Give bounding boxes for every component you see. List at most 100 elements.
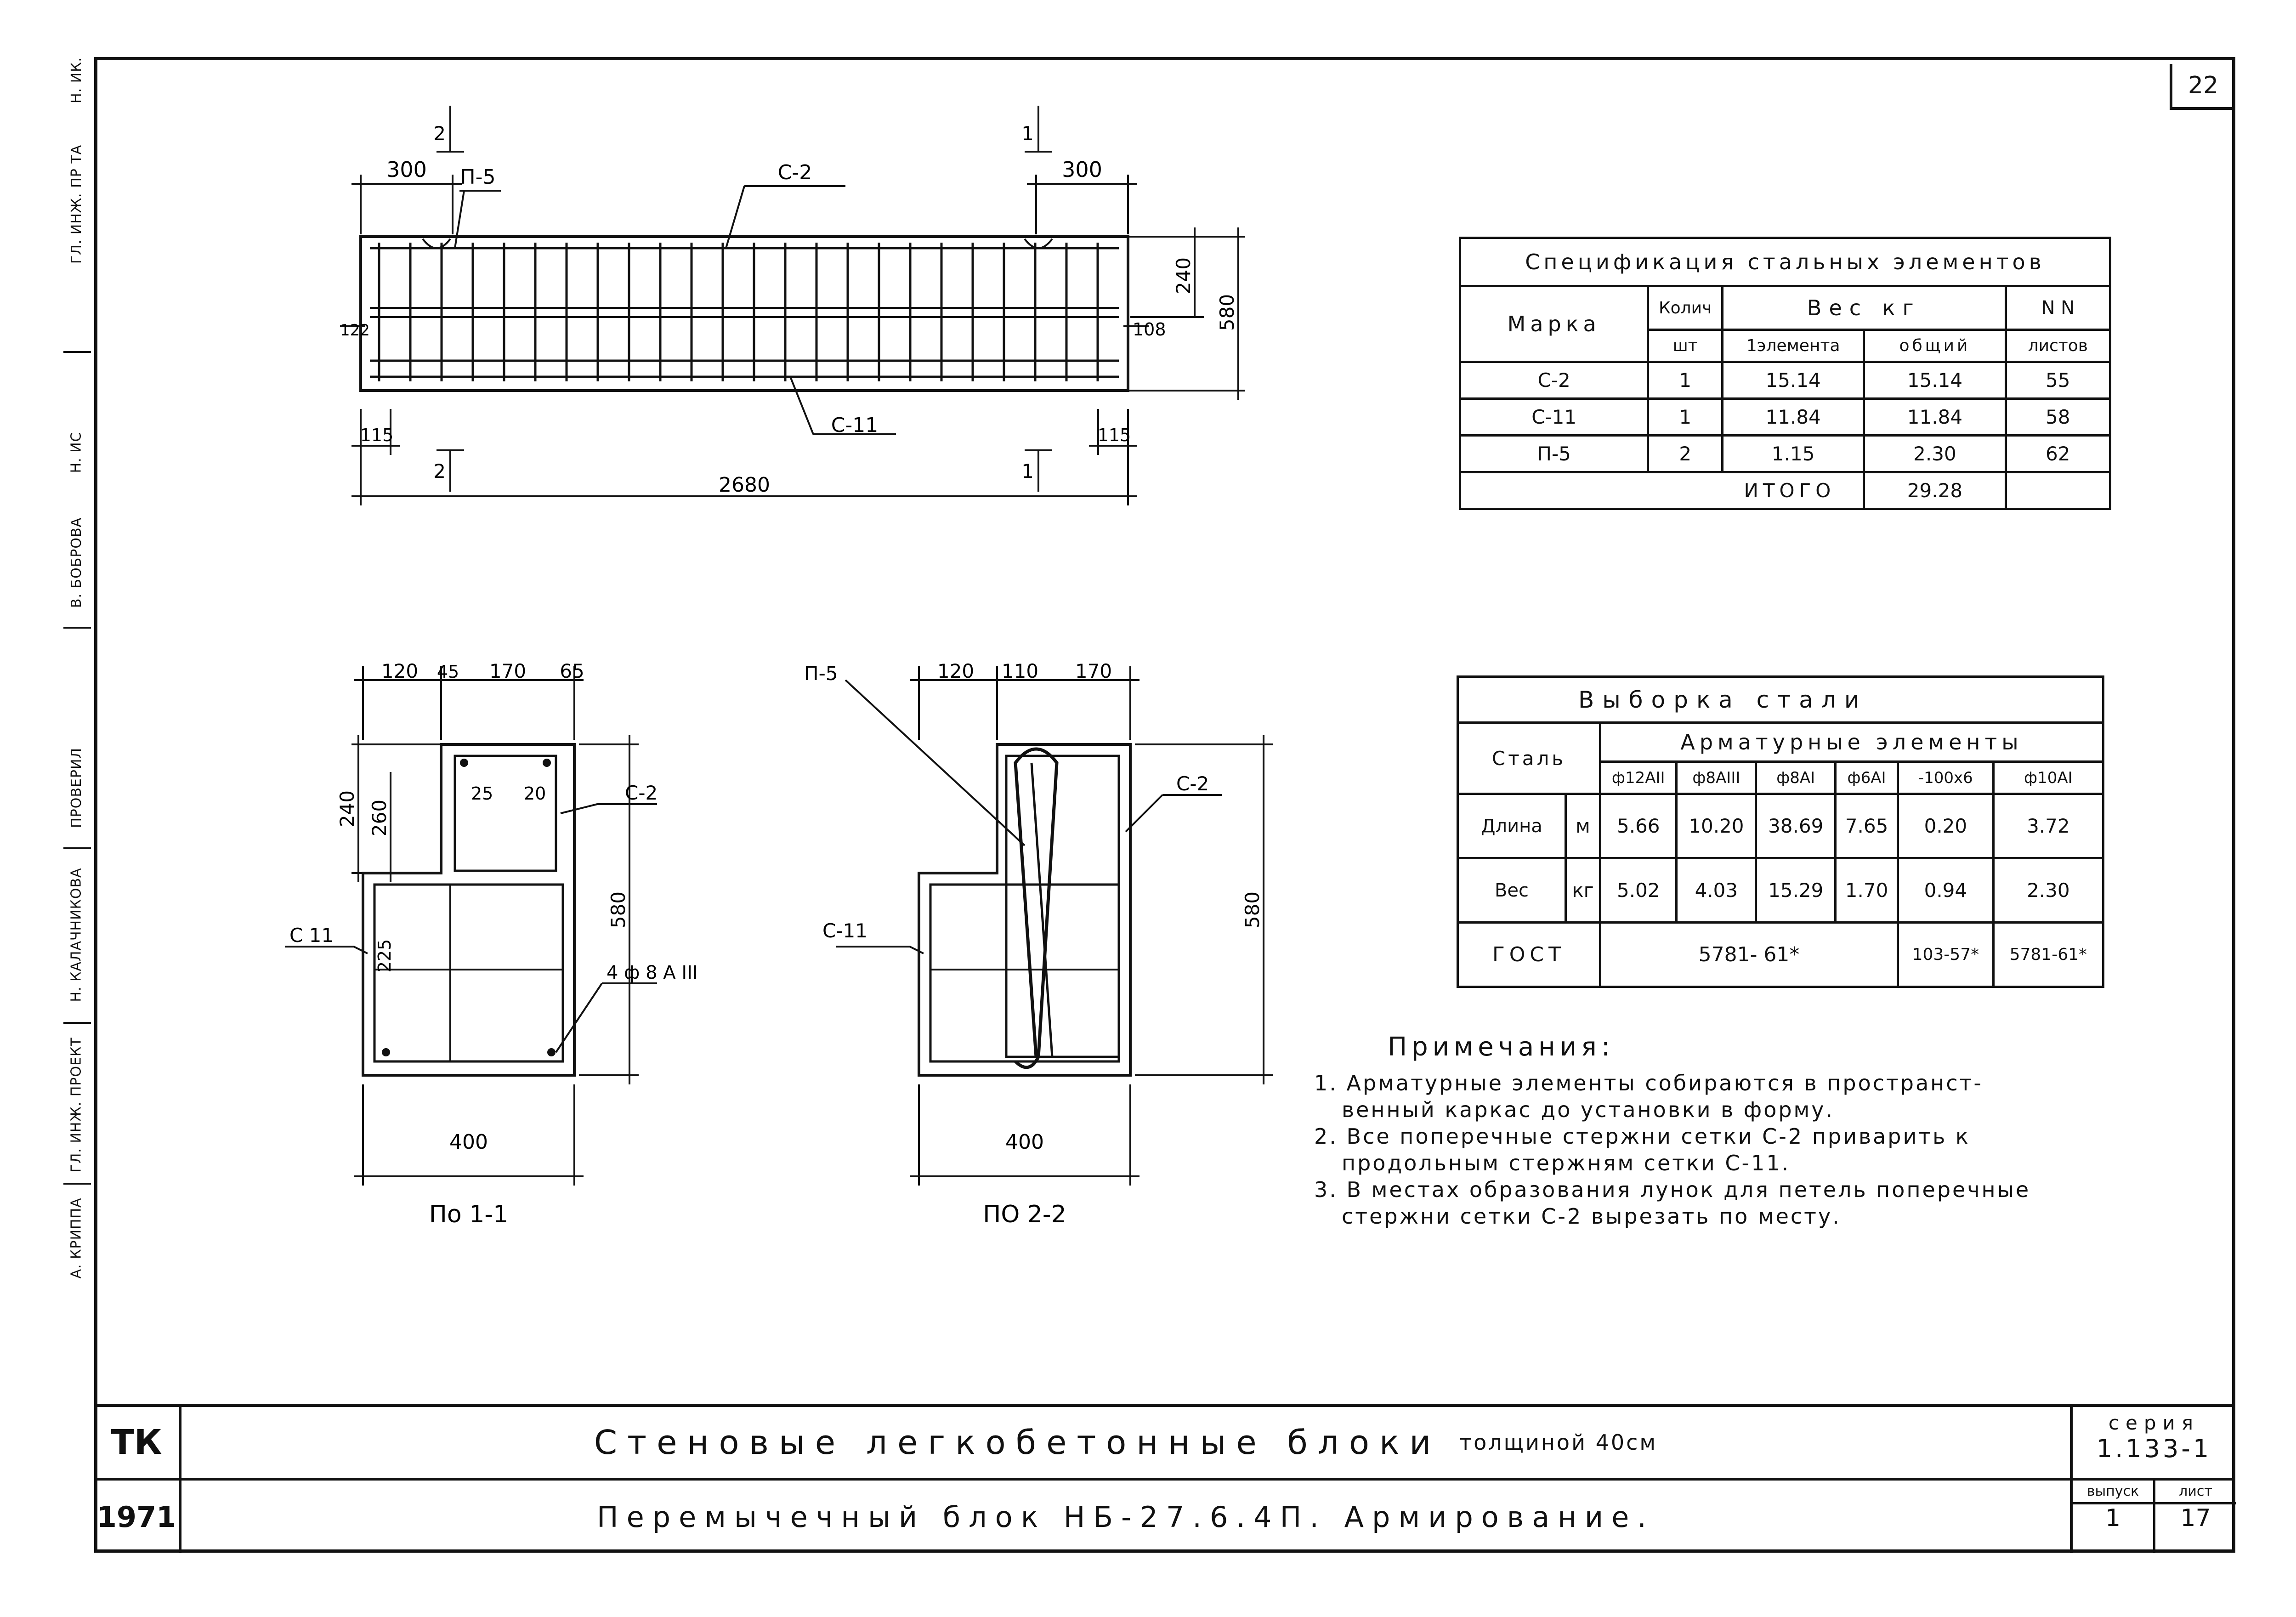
spec-col-sheets-unit: листов — [2004, 329, 2112, 363]
sig-divider — [63, 351, 91, 353]
steel-table: Выборка стали Сталь Арматурные элементы … — [1457, 675, 2105, 988]
spec-title: Спецификация стальных элементов — [1459, 237, 2111, 287]
label-c2: С-2 — [1176, 772, 1209, 795]
dim-65: 65 — [560, 660, 584, 682]
sig-item: А. КРИППА — [59, 1187, 94, 1288]
sig-divider — [63, 847, 91, 849]
spec-table: Спецификация стальных элементов Марка Ко… — [1458, 237, 2112, 510]
cell: 62 — [2004, 434, 2112, 473]
notes-heading: Примечания: — [1388, 1032, 1615, 1062]
dim-400: 400 — [449, 1130, 488, 1154]
dim-300-left: 300 — [386, 157, 427, 182]
sig-item: ГЛ. ИНЖ. ПР ТА — [59, 108, 94, 301]
issue-cell: выпуск 1 — [2073, 1481, 2155, 1553]
gost-last: 5781-61* — [1992, 921, 2105, 988]
note-line: стержни сетки С-2 вырезать по месту. — [1342, 1204, 1841, 1229]
dim-260: 260 — [368, 800, 391, 836]
dim-122: 122 — [340, 321, 370, 340]
cell: 1 — [1647, 397, 1724, 437]
dim-25: 25 — [471, 783, 493, 804]
sig-label: ГЛ. ИНЖ. ПР ТА — [68, 144, 85, 264]
subtitle-row: 1971 Перемычечный блок НБ-27.6.4П. Армир… — [94, 1481, 2236, 1553]
sheet-label: лист — [2155, 1481, 2236, 1504]
cell: 2.30 — [1992, 857, 2105, 924]
row-unit: м — [1565, 793, 1601, 859]
elevation-view: 300 300 П-5 С-2 С-11 122 108 240 580 115… — [340, 106, 1245, 505]
cell: 5.66 — [1599, 793, 1678, 859]
table-row: С-11 1 11.84 11.84 58 — [1458, 397, 2112, 437]
sig-divider — [63, 1183, 91, 1185]
sig-item: Н. КАЛАЧНИКОВА — [59, 852, 94, 1017]
table-row: П-5 2 1.15 2.30 62 — [1458, 434, 2112, 473]
label-rebar: 4 ф 8 А III — [607, 962, 698, 983]
spec-col-weight: Вес кг — [1721, 285, 2007, 331]
signature-strip: ГЛ. ИНЖ. ПР ТА Н. ИК. Н. ИС В. БОБРОВА П… — [59, 57, 94, 1288]
cell: 2.30 — [1863, 434, 2007, 473]
subtitle-text: Перемычечный блок НБ-27.6.4П. Армировани… — [597, 1500, 1655, 1534]
dim-300-right: 300 — [1062, 157, 1102, 182]
dim-108: 108 — [1133, 319, 1166, 340]
note-line: 3. В местах образования лунок для петель… — [1314, 1177, 2031, 1202]
cell: 0.94 — [1897, 857, 1995, 924]
steel-col: ф12АII — [1599, 760, 1678, 795]
cell: 15.29 — [1755, 857, 1837, 924]
spec-col-w-one: 1элемента — [1721, 329, 1865, 363]
title-cell: Стеновые легкобетонные блоки толщиной 40… — [181, 1407, 2070, 1478]
dim-170: 170 — [489, 660, 526, 682]
label-c11: С 11 — [289, 924, 334, 947]
cell: 5.02 — [1599, 857, 1678, 924]
dim-120: 120 — [937, 660, 974, 682]
sig-item: В. БОБРОВА — [59, 498, 94, 627]
steel-group-header: Арматурные элементы — [1599, 721, 2104, 763]
dim-45: 45 — [437, 662, 459, 682]
label-c11: С-11 — [822, 919, 867, 942]
sig-label: ПРОВЕРИЛ — [68, 747, 85, 828]
row-label: Вес — [1457, 857, 1567, 924]
issue-label: выпуск — [2073, 1481, 2153, 1504]
row-label: Длина — [1457, 793, 1567, 859]
drawing-frame — [94, 57, 2235, 1553]
title-row: ТК Стеновые легкобетонные блоки толщиной… — [94, 1407, 2235, 1481]
cell: С-11 — [1458, 397, 1650, 437]
section-1-1: 120 45 170 65 240 260 25 20 225 580 400 … — [285, 660, 698, 1228]
caption: ПО 2-2 — [983, 1201, 1066, 1228]
section-mark-2-bottom: 2 — [433, 460, 446, 482]
table-row: Вес кг 5.02 4.03 15.29 1.70 0.94 2.30 — [1457, 857, 2105, 924]
dim-580: 580 — [1241, 891, 1264, 928]
block-outline — [359, 235, 1129, 392]
dim-115-right: 115 — [1098, 425, 1131, 445]
sheet-value: 17 — [2180, 1504, 2211, 1532]
series-value: 1.133-1 — [2096, 1434, 2212, 1463]
dim-115-left: 115 — [360, 425, 394, 445]
cell: 15.14 — [1863, 361, 2007, 400]
gost-label: ГОСТ — [1457, 921, 1601, 988]
section-mark-1: 1 — [1021, 122, 1034, 145]
issue-sheet-cell: выпуск 1 лист 17 — [2070, 1481, 2236, 1553]
spec-col-w-total: общий — [1863, 329, 2007, 363]
sig-label: ГЛ. ИНЖ. ПРОЕКТ — [68, 1037, 85, 1173]
sig-label: Н. ИС — [68, 431, 85, 473]
spec-col-mark: Марка — [1458, 285, 1650, 363]
dim-240: 240 — [336, 790, 358, 827]
cell: 1 — [1647, 361, 1724, 400]
cell: 11.84 — [1721, 397, 1865, 437]
cell: 0.20 — [1897, 793, 1995, 859]
sheet-number: 22 — [2170, 64, 2234, 110]
sig-label: В. БОБРОВА — [68, 517, 85, 608]
dim-225: 225 — [374, 939, 395, 973]
section-mark-1-bottom: 1 — [1021, 460, 1034, 482]
label-p5: П-5 — [804, 662, 838, 685]
cell: 1.15 — [1721, 434, 1865, 473]
cell: 55 — [2004, 361, 2112, 400]
title-suffix: толщиной 40см — [1459, 1430, 1658, 1455]
dim-580: 580 — [1216, 294, 1238, 331]
dim-240: 240 — [1172, 257, 1195, 294]
dim-110: 110 — [1002, 660, 1038, 682]
cell: П-5 — [1458, 434, 1650, 473]
sig-label: Н. КАЛАЧНИКОВА — [68, 867, 85, 1002]
sig-divider — [63, 1022, 91, 1024]
dim-2680: 2680 — [719, 473, 770, 497]
sig-divider — [63, 627, 91, 629]
year-cell: 1971 — [94, 1481, 181, 1553]
sig-item: ГЛ. ИНЖ. ПРОЕКТ — [59, 1031, 94, 1178]
